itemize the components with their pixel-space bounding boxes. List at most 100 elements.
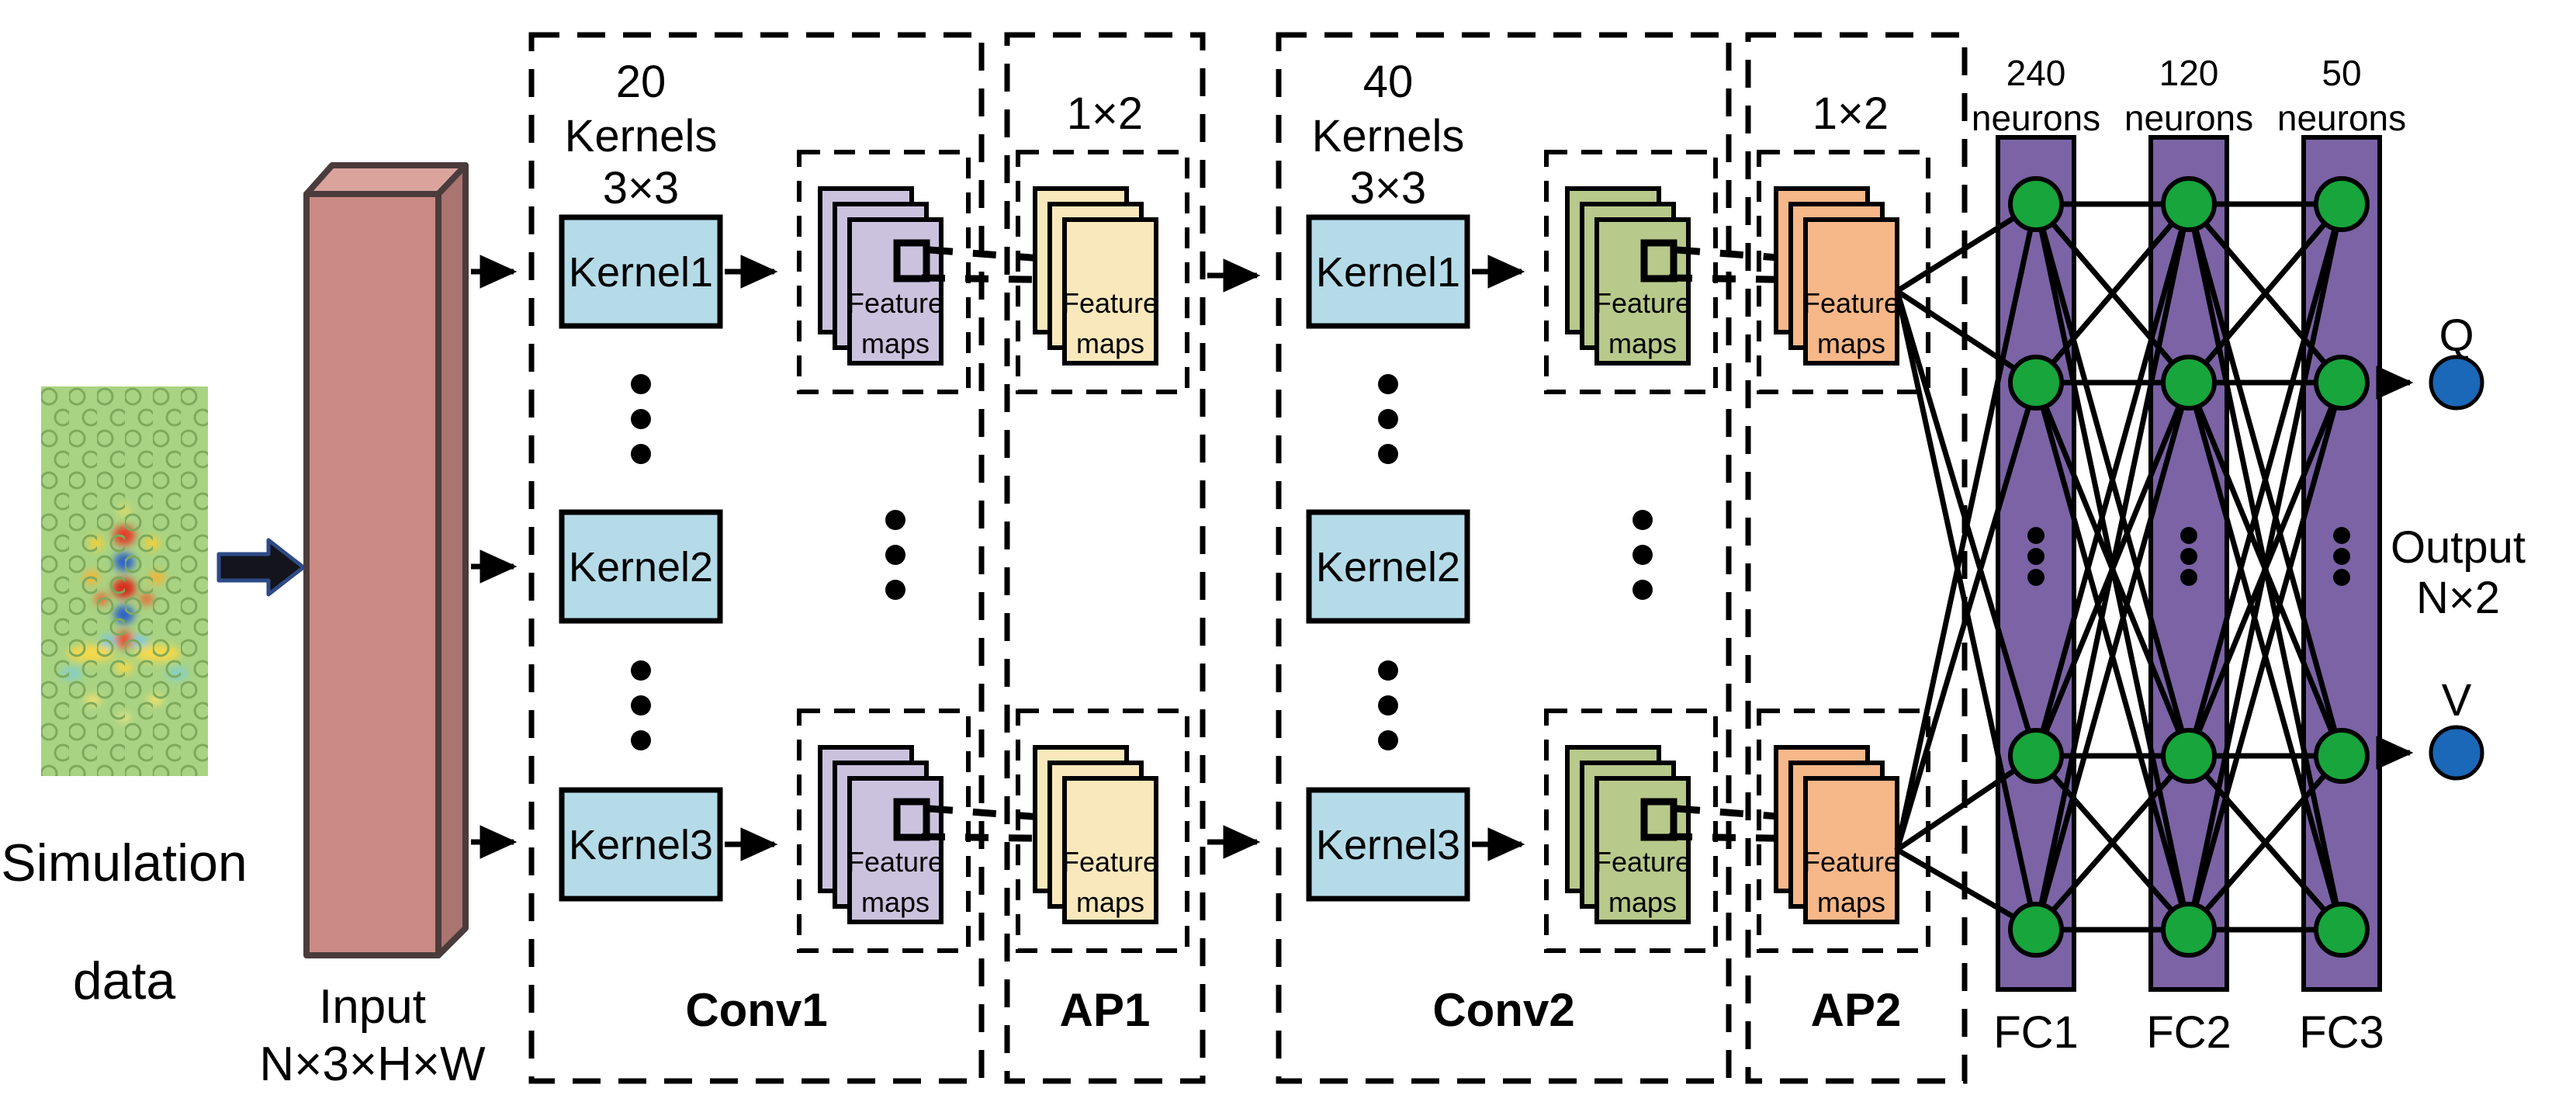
pooling-window xyxy=(1640,239,1678,282)
ellipsis-dot xyxy=(2333,548,2350,565)
conv2-kernel3-label: Kernel3 xyxy=(1316,822,1460,868)
ap2-pool-size: 1×2 xyxy=(1813,88,1889,139)
ellipsis-dot xyxy=(631,695,651,716)
featuremaps-label-line1: Feature xyxy=(847,287,943,319)
q-output-node xyxy=(2429,355,2484,411)
ellipsis-dot xyxy=(1633,545,1653,565)
feature-map-card xyxy=(1062,776,1158,924)
featuremaps-label-line2: maps xyxy=(1608,886,1677,918)
conv1-kernel-size: 3×3 xyxy=(603,163,679,213)
neuron xyxy=(2314,176,2370,232)
ellipsis-dot xyxy=(2180,569,2197,586)
featuremaps-label-line1: Feature xyxy=(1062,287,1158,319)
conv1-kernel2-label: Kernel2 xyxy=(569,544,713,591)
ellipsis-dot xyxy=(2333,527,2350,544)
input-label-line1: Input xyxy=(319,980,426,1034)
pooling-connector xyxy=(1668,833,1871,844)
ellipsis-dot xyxy=(1378,730,1398,750)
ellipsis-dot xyxy=(2027,569,2045,586)
ap2-featuremaps-top: Feature maps xyxy=(1774,186,1899,366)
ellipsis-dot xyxy=(631,409,651,429)
ellipsis-dot xyxy=(631,660,651,681)
featuremaps-label-line2: maps xyxy=(861,886,930,918)
feature-map-card xyxy=(1803,217,1899,366)
fc-link xyxy=(2033,203,2192,757)
pooling-connector xyxy=(929,246,1052,263)
featuremaps-label-line1: Feature xyxy=(847,846,943,878)
ellipsis-dot xyxy=(2027,527,2045,544)
ellipsis-dot xyxy=(1378,409,1398,429)
featuremaps-label-line1: Feature xyxy=(1062,846,1158,878)
fc2-neuron-count: 120 xyxy=(2159,53,2219,93)
neuron xyxy=(2161,902,2217,958)
featuremaps-label-line2: maps xyxy=(1076,327,1144,359)
conv2-kernel2-box xyxy=(1306,509,1470,624)
conv1-featuremaps-border-top xyxy=(797,150,971,394)
pooling-connector xyxy=(921,833,1124,844)
conv1-label: Conv1 xyxy=(685,984,827,1036)
ellipsis-dot xyxy=(2333,569,2350,586)
conv1-kernel-word: Kernels xyxy=(565,111,718,161)
pooling-window xyxy=(893,239,930,282)
fc1-label: FC1 xyxy=(1993,1007,2079,1058)
conv1-featuremaps-bottom: Feature maps xyxy=(818,745,943,924)
ellipsis-dot xyxy=(885,545,905,565)
neuron xyxy=(2314,355,2370,411)
fc-link xyxy=(2034,202,2191,385)
neuron xyxy=(2008,355,2064,411)
featuremaps-label-line1: Feature xyxy=(1803,287,1899,319)
conv1-block: 20 Kernels 3×3 Kernel1 Kernel2 Kernel3 F… xyxy=(528,32,985,1084)
ap1-featuremaps-bottom: Feature maps xyxy=(1033,745,1158,924)
simulation-image xyxy=(41,386,208,776)
conv2-kernel-count: 40 xyxy=(1363,57,1414,107)
ap2-block: 1×2 Feature maps Feature maps AP2 xyxy=(1745,32,1968,1084)
conv1-featuremaps-top: Feature maps xyxy=(818,186,943,366)
input-tensor-side-face xyxy=(435,162,469,958)
pooling-window xyxy=(1640,798,1678,841)
pooling-connector xyxy=(929,805,1052,822)
ellipsis-dot xyxy=(2180,548,2197,565)
input-tensor-front-face xyxy=(303,191,441,958)
neuron xyxy=(2161,176,2217,232)
conv2-featuremaps-border-bottom xyxy=(1544,709,1718,953)
ap1-border xyxy=(1004,32,1206,1084)
conv2-kernel1-label: Kernel1 xyxy=(1316,249,1460,296)
conv1-featuremaps-border-bottom xyxy=(797,709,971,953)
conv2-kernel-word: Kernels xyxy=(1312,111,1465,161)
featuremaps-label-line2: maps xyxy=(1076,886,1144,918)
output-label-line1: Output xyxy=(2391,522,2526,573)
fc-link xyxy=(2033,382,2192,930)
fc-link xyxy=(2186,202,2344,385)
fc-link xyxy=(2186,203,2345,757)
ap1-pool-size: 1×2 xyxy=(1067,88,1143,139)
ap1-featuremaps-border-bottom xyxy=(1016,709,1189,953)
conv2-kernel2-label: Kernel2 xyxy=(1316,544,1460,591)
ap2-to-fc1-connections xyxy=(1894,202,2039,933)
conv1-kernel3-box xyxy=(559,787,723,902)
featuremaps-label-line1: Feature xyxy=(1803,846,1899,878)
ellipsis-dot xyxy=(885,580,905,600)
fc-section: 240 neurons 120 neurons 50 neurons FC1 F… xyxy=(1894,53,2406,1058)
fc-link xyxy=(2033,203,2192,930)
ap2-label: AP2 xyxy=(1811,984,1902,1036)
ellipsis-dot xyxy=(1378,660,1398,681)
featuremaps-label-line2: maps xyxy=(1608,327,1677,359)
neuron xyxy=(2008,728,2064,784)
conv2-featuremaps-bottom: Feature maps xyxy=(1565,745,1691,924)
ellipsis-dot xyxy=(631,730,651,750)
simulation-label-line1: Simulation xyxy=(1,833,248,892)
conv2-block: 40 Kernels 3×3 Kernel1 Kernel2 Kernel3 F… xyxy=(1276,32,1732,1084)
fc1-neuron-unit: neurons xyxy=(1972,98,2100,138)
neuron xyxy=(2314,902,2370,958)
fc3-neuron-unit: neurons xyxy=(2277,98,2406,138)
featuremaps-label-line2: maps xyxy=(861,327,930,359)
neuron xyxy=(2161,728,2217,784)
ellipsis-dot xyxy=(1378,695,1398,716)
fc-link xyxy=(2186,382,2345,930)
ellipsis-dot xyxy=(1633,580,1653,600)
fc2-to-fc3-connections xyxy=(2186,201,2345,933)
conv2-kernel-size: 3×3 xyxy=(1350,163,1426,213)
ap2-featuremaps-bottom: Feature maps xyxy=(1774,745,1899,924)
fc2-label: FC2 xyxy=(2146,1007,2231,1058)
